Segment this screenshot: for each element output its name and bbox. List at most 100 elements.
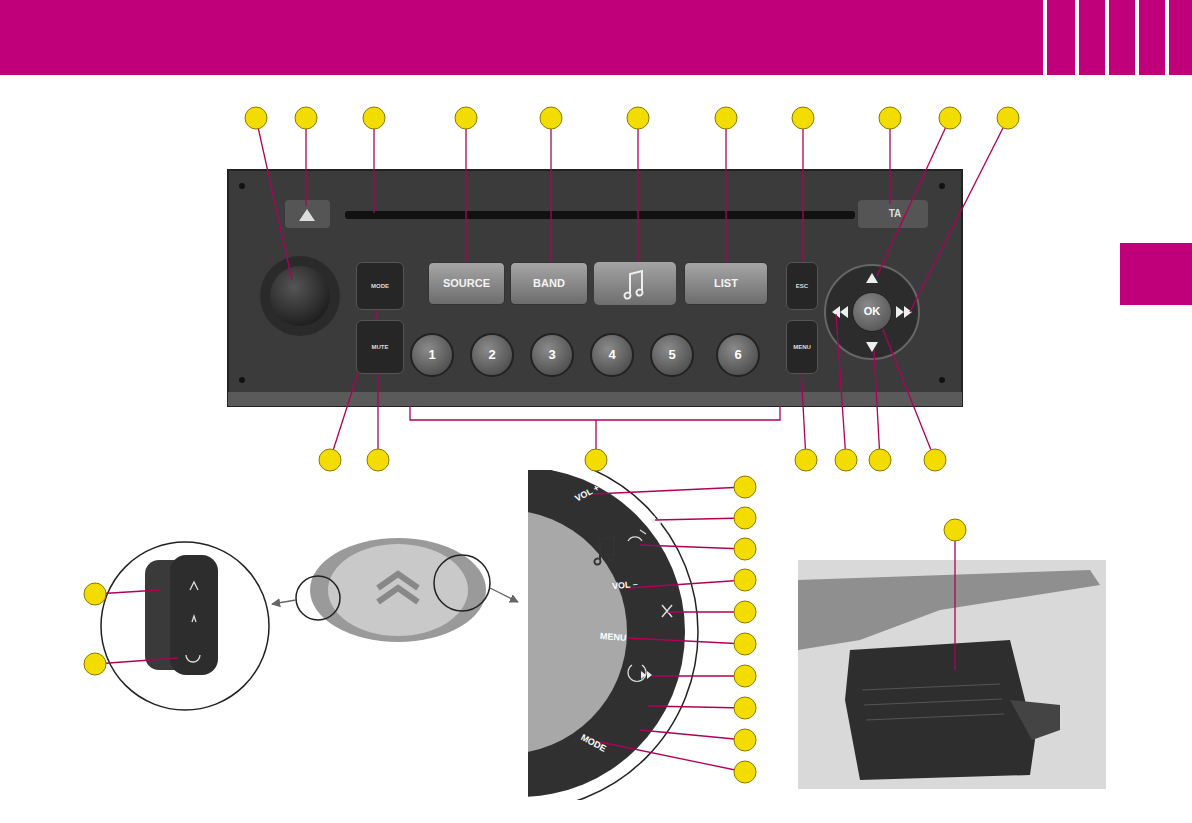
header-stripe [1043, 0, 1047, 75]
cd-slot [345, 211, 855, 219]
preset-button: 1 [410, 333, 454, 377]
preset-button: 6 [716, 333, 760, 377]
radio-button: ESC [786, 262, 818, 310]
radio-button: OK [852, 292, 892, 332]
steering-hub [310, 538, 486, 642]
rewind-arrow [832, 306, 848, 318]
music-button [594, 262, 676, 305]
leader-line [637, 118, 638, 262]
leader-line [330, 292, 384, 460]
leader-line [910, 118, 1008, 312]
callout-circle [997, 107, 1019, 129]
leader-line [725, 118, 726, 262]
button-label: 5 [668, 348, 675, 362]
callout-circle [455, 107, 477, 129]
screw-hole [939, 377, 945, 383]
leader-line [640, 730, 745, 740]
callout-circle [734, 697, 756, 719]
leader-line [877, 118, 950, 276]
button-label: 4 [608, 348, 615, 362]
leader-line [648, 706, 745, 708]
knob-bezel [260, 256, 340, 336]
leader-line [628, 580, 745, 588]
preset-button: 4 [590, 333, 634, 377]
music-symbol [624, 271, 642, 299]
radio-button: MUTE [356, 320, 404, 374]
photo-background [798, 560, 1106, 789]
focus-circle [434, 555, 490, 611]
callout-circle [734, 633, 756, 655]
button-label: OK [864, 306, 881, 318]
header-band [0, 0, 1192, 75]
eject-symbol [299, 209, 315, 221]
callout-circle [879, 107, 901, 129]
leader-line [256, 118, 292, 280]
leader-line [95, 658, 178, 664]
screw-hole [239, 377, 245, 383]
leader-line [880, 322, 935, 460]
zoom-arrow [272, 600, 296, 604]
leader-line [305, 118, 306, 206]
zoom-arrow [490, 588, 518, 602]
button-label: BAND [533, 278, 565, 290]
header-stripe [1105, 0, 1109, 75]
mute-symbol [662, 605, 672, 617]
callout-circle [627, 107, 649, 129]
magnifier-circle [101, 542, 269, 710]
preset-button: 3 [530, 333, 574, 377]
forward-arrow [896, 306, 912, 318]
nav-ring [825, 265, 919, 359]
callout-circle [795, 449, 817, 471]
callout-circle [84, 653, 106, 675]
leader-line [465, 118, 466, 262]
callout-circle [734, 507, 756, 529]
leader-line [954, 530, 955, 670]
volume-knob [270, 266, 330, 326]
leader-line [668, 611, 745, 612]
music-symbol [594, 536, 614, 565]
leader-line [628, 638, 745, 644]
callout-circle [734, 601, 756, 623]
ta-button [858, 200, 928, 228]
leader-line [594, 487, 745, 494]
screw-hole [939, 183, 945, 189]
callout-circle [295, 107, 317, 129]
control-label: MENU [600, 631, 627, 643]
cd-changer [845, 640, 1035, 780]
button-label: 2 [488, 348, 495, 362]
callout-circle [245, 107, 267, 129]
button-label: MODE [371, 283, 389, 289]
callout-circle [869, 449, 891, 471]
up-arrow [866, 273, 878, 283]
callout-circle [734, 729, 756, 751]
radio-panel-border [228, 170, 962, 406]
hub-face [528, 510, 627, 754]
control-symbols [628, 530, 646, 681]
callout-circle [734, 538, 756, 560]
brand-chevrons [378, 574, 418, 602]
callout-circle [835, 449, 857, 471]
leader-line [889, 118, 890, 204]
leader-line [550, 118, 551, 262]
leader-line [640, 545, 745, 549]
radio-button: LIST [684, 262, 768, 305]
radio-button: BAND [510, 262, 588, 305]
leader-line [802, 118, 803, 262]
button-label: 3 [548, 348, 555, 362]
leader-line [655, 518, 745, 520]
dashboard-shape [798, 570, 1100, 650]
callout-circle [939, 107, 961, 129]
down-arrow [866, 342, 878, 352]
leader-line [836, 314, 846, 460]
callout-circle [363, 107, 385, 129]
callout-circle [944, 519, 966, 541]
seek-symbols [641, 516, 661, 679]
callout-circle [367, 449, 389, 471]
callout-circle [924, 449, 946, 471]
control-symbols [186, 582, 200, 662]
header-stripe [1165, 0, 1169, 75]
header-stripe [1075, 0, 1079, 75]
button-label: TA [889, 209, 902, 220]
callout-circle [792, 107, 814, 129]
